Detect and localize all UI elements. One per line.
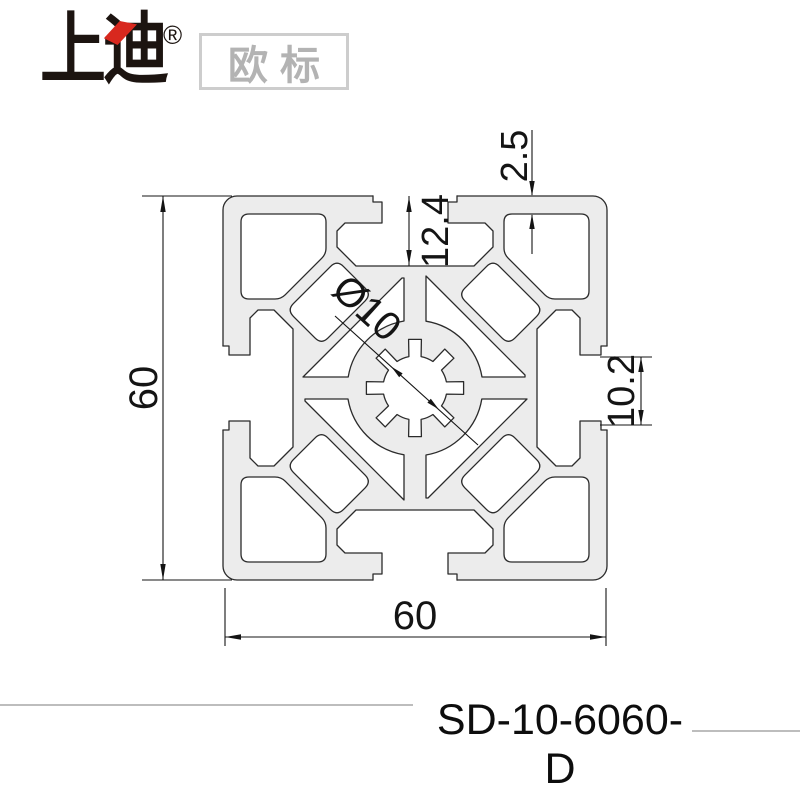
title-rule-left <box>0 704 413 706</box>
part-number: SD-10-6060-D <box>436 696 684 793</box>
title-rule-right <box>692 730 800 732</box>
dim-height-label: 60 <box>122 366 166 411</box>
registered-trademark-icon: ® <box>163 20 183 50</box>
brand-logo-text: 上迪 <box>40 5 169 93</box>
dimension-annotations <box>142 130 652 646</box>
dim-width-label: 60 <box>393 594 438 638</box>
standard-badge: 欧标 <box>199 33 349 90</box>
dim-slot-depth-label: 12.4 <box>415 194 457 268</box>
dim-face-wall-label: 2.5 <box>494 130 536 183</box>
dim-slot-opening-label: 10.2 <box>601 354 643 428</box>
